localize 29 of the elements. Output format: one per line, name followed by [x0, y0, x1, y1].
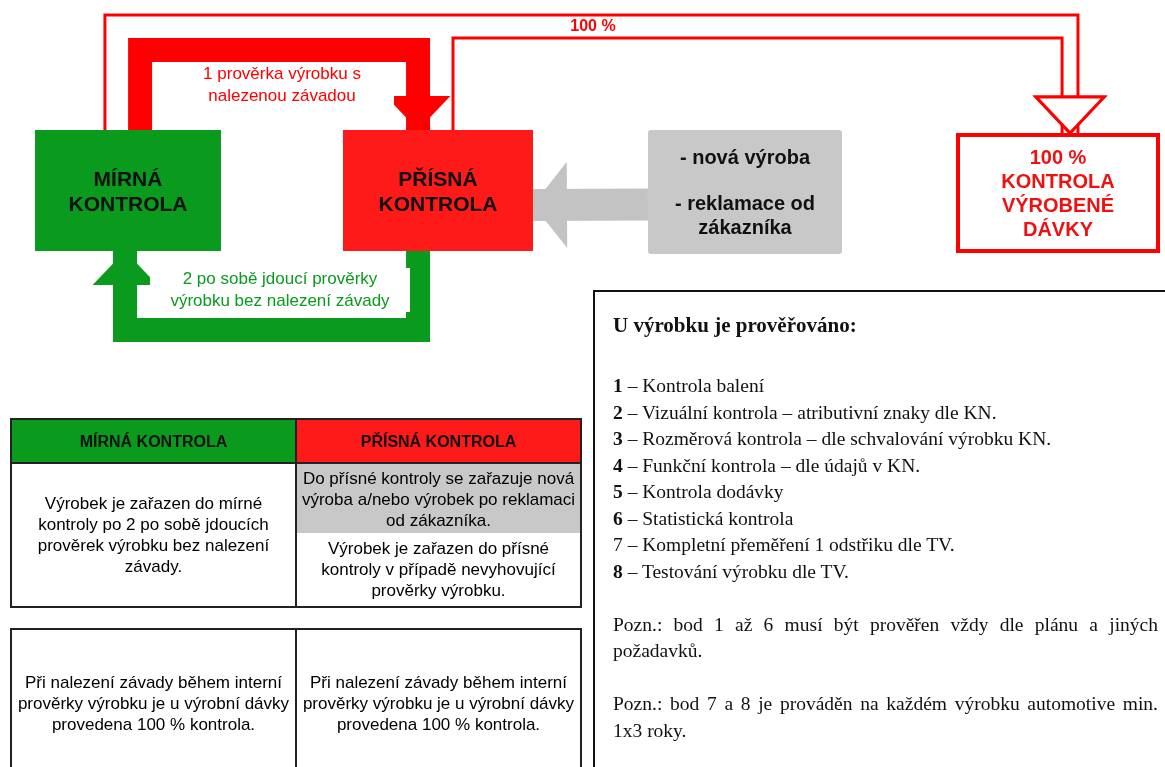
node-label: 100 % KONTROLA VÝROBENÉ DÁVKY [1000, 145, 1116, 241]
node-label: MÍRNÁ KONTROLA [67, 165, 189, 216]
note-text: Pozn.: bod 7 a 8 je prováděn na každém výrobku automotive min. 1x3 roky. [613, 692, 1158, 743]
list-item: 2 – Vizuální kontrola – atributivní znaky dle KN. [613, 400, 998, 425]
result-box [956, 133, 1160, 253]
table-cell: Při nalezení závady během interní prověrky výrobku je u výrobní dávky provedena 100 % kontrola. [10, 628, 297, 767]
note-box [593, 290, 1165, 767]
list-item: 7 – Kompletní přeměření 1 odstřiku dle TV. [613, 533, 956, 557]
table-cell: Do přísné kontroly se zařazuje nová výroba a/nebo výrobek po reklamaci od zákazníka. [295, 462, 582, 535]
table-cell: Výrobek je zařazen do mírné kontroly po 2 po sobě jdoucích prověrek výrobku bez nalezení závady. [10, 462, 297, 608]
process-box [35, 130, 221, 251]
node-label: - reklamace od zákazníka [673, 191, 817, 239]
node-label: PŘÍSNÁ KONTROLA [377, 165, 499, 216]
list-item: 1 – Kontrola balení [613, 374, 766, 398]
table-header: PŘÍSNÁ KONTROLA [295, 418, 582, 464]
process-box [343, 130, 533, 251]
list-item: 3 – Rozměrová kontrola – dle schvalování výrobku KN. [613, 427, 1053, 451]
table-cell: Výrobek je zařazen do přísné kontroly v případě nevyhovující prověrky výrobku. [295, 533, 582, 608]
list-item: 8 – Testování výrobku dle TV. [613, 559, 850, 584]
note-text: Pozn.: bod 1 až 6 musí být prověřen vždy dle plánu a jiných požadavků. [613, 612, 1158, 663]
table-header: MÍRNÁ KONTROLA [10, 418, 297, 464]
table-cell: Při nalezení závady během interní prověrky výrobku je u výrobní dávky provedena 100 % kontrola. [295, 628, 582, 767]
list-heading: U výrobku je prověřováno: [613, 312, 858, 339]
list-item: 5 – Kontrola dodávky [613, 480, 785, 504]
edge-label: 2 po sobě jdoucí prověrky výrobku bez nalezení závady [150, 268, 410, 312]
list-item: 4 – Funkční kontrola – dle údajů v KN. [613, 453, 922, 478]
input-box [648, 130, 842, 254]
list-item: 6 – Statistická kontrola [613, 506, 795, 531]
node-label: - nová výroba [678, 145, 812, 169]
